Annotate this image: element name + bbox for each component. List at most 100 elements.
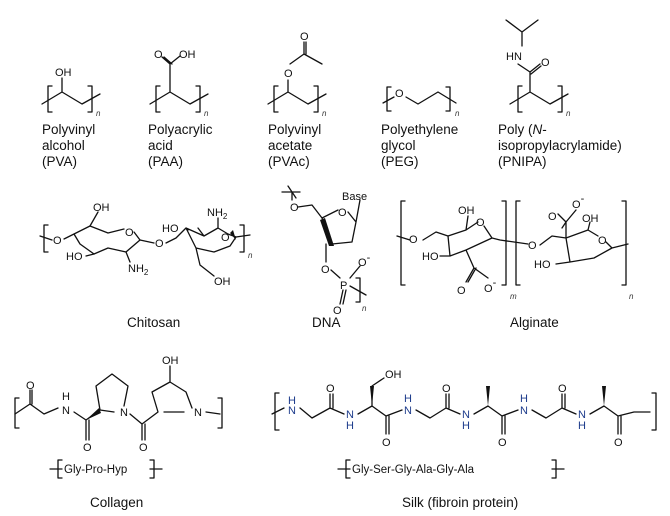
chitosan-o-ring1: O bbox=[125, 227, 134, 239]
alginate-coo-o: O bbox=[457, 285, 466, 297]
silk-h-4: H bbox=[462, 420, 470, 432]
pnipa-o-label: O bbox=[541, 57, 550, 69]
pvac-name-line2: acetate bbox=[268, 138, 312, 153]
collagen-h: H bbox=[62, 391, 70, 403]
paa-oh-label: OH bbox=[179, 49, 196, 61]
pvac-structure: O O n Polyvinyl acetate (PVAc) bbox=[267, 31, 327, 169]
chitosan-nh2-1: NH2 bbox=[128, 263, 149, 277]
paa-name-line1: Polyacrylic bbox=[148, 122, 213, 137]
pva-n-label: n bbox=[96, 109, 101, 118]
silk-structure: H N O N H OH O H N O N H O H N O N H O G… bbox=[271, 369, 657, 510]
chitosan-ho2: HO bbox=[162, 223, 179, 235]
chitosan-oh1: OH bbox=[93, 202, 110, 214]
alginate-o-link: O bbox=[409, 234, 418, 246]
pva-structure: OH n Polyvinyl alcohol (PVA) bbox=[41, 67, 101, 169]
pvac-name-line1: Polyvinyl bbox=[268, 122, 321, 137]
collagen-sequence: Gly-Pro-Hyp bbox=[64, 464, 127, 476]
dna-n-label: n bbox=[362, 304, 367, 313]
pva-name-line1: Polyvinyl bbox=[42, 122, 95, 137]
alginate-ho2: HO bbox=[534, 259, 551, 271]
collagen-structure: O H N O N O OH N Gly-Pro-Hyp Collagen bbox=[14, 355, 223, 510]
pnipa-hn-label: HN bbox=[506, 51, 522, 63]
chitosan-oh2: OH bbox=[214, 276, 231, 288]
collagen-o3: O bbox=[139, 442, 148, 454]
collagen-n-pro: N bbox=[120, 407, 128, 419]
silk-n-4: N bbox=[462, 409, 470, 421]
silk-o-3: O bbox=[442, 383, 451, 395]
silk-h-2: H bbox=[346, 420, 354, 432]
silk-o-6: O bbox=[614, 437, 623, 449]
alginate-o-ring1: O bbox=[476, 217, 485, 229]
chitosan-name: Chitosan bbox=[127, 315, 180, 330]
chitosan-n-label: n bbox=[248, 251, 253, 260]
paa-o-label: O bbox=[154, 49, 163, 61]
silk-name: Silk (fibroin protein) bbox=[402, 495, 518, 510]
silk-h-6: H bbox=[578, 420, 586, 432]
peg-name-line3: (PEG) bbox=[381, 154, 419, 169]
alginate-m-label: m bbox=[510, 292, 517, 301]
alginate-ho1: HO bbox=[422, 251, 439, 263]
dna-o3: O bbox=[321, 264, 330, 276]
peg-n-label: n bbox=[455, 109, 460, 118]
silk-n-5: N bbox=[520, 405, 528, 417]
silk-h-3: H bbox=[404, 393, 412, 405]
dna-name: DNA bbox=[312, 315, 341, 330]
peg-structure: O n Polyethylene glycol (PEG) bbox=[381, 86, 460, 169]
silk-o-1: O bbox=[326, 383, 335, 395]
silk-oh: OH bbox=[385, 369, 402, 381]
pvac-name-line3: (PVAc) bbox=[268, 154, 310, 169]
dna-o-ring: O bbox=[338, 207, 347, 219]
alginate-oh1: OH bbox=[458, 205, 475, 217]
pvac-carbonyl-o-label: O bbox=[300, 31, 309, 43]
pnipa-n-label: n bbox=[566, 109, 571, 118]
pnipa-structure: HN O n Poly (N- isopropylacrylamide) (PN… bbox=[498, 19, 622, 169]
silk-n-6: N bbox=[578, 409, 586, 421]
alginate-coo2-minus-o: O- bbox=[572, 193, 585, 211]
chitosan-o-ring2: O bbox=[221, 232, 230, 244]
silk-o-2: O bbox=[382, 437, 391, 449]
dna-o-double: O bbox=[333, 305, 342, 317]
alginate-n-label: n bbox=[629, 292, 634, 301]
collagen-n-hyp: N bbox=[194, 407, 202, 419]
silk-o-4: O bbox=[498, 437, 507, 449]
chitosan-nh2-2: NH2 bbox=[207, 207, 228, 221]
pvac-ester-o-label: O bbox=[284, 68, 293, 80]
chitosan-structure: O OH HO O NH2 O NH2 HO O OH n Chitosan bbox=[39, 202, 253, 330]
dna-o-minus: O- bbox=[358, 252, 371, 269]
alginate-structure: O OH O HO O O- m O O- O OH O HO n Algina… bbox=[396, 193, 634, 330]
alginate-o-ring2: O bbox=[598, 235, 607, 247]
pva-name-line2: alcohol bbox=[42, 138, 85, 153]
pnipa-name-line3: (PNIPA) bbox=[498, 154, 547, 169]
pnipa-name-line2: isopropylacrylamide) bbox=[498, 138, 622, 153]
dna-structure: O Base O O P O- O n DNA bbox=[281, 185, 371, 330]
silk-n-2: N bbox=[346, 409, 354, 421]
alginate-name: Alginate bbox=[510, 315, 559, 330]
silk-n-3: N bbox=[404, 405, 412, 417]
collagen-oh: OH bbox=[162, 355, 179, 367]
silk-h-5: H bbox=[520, 393, 528, 405]
alginate-coo2-o: O bbox=[548, 211, 557, 223]
pnipa-name-line1: Poly (N- bbox=[498, 122, 547, 137]
paa-structure: O OH n Polyacrylic acid (PAA) bbox=[148, 49, 213, 169]
collagen-name: Collagen bbox=[90, 495, 143, 510]
peg-name-line1: Polyethylene bbox=[381, 122, 458, 137]
peg-name-line2: glycol bbox=[381, 138, 416, 153]
alginate-o-bridge: O bbox=[528, 240, 537, 252]
paa-name-line2: acid bbox=[148, 138, 173, 153]
chitosan-o-link: O bbox=[53, 235, 62, 247]
dna-p: P bbox=[340, 280, 347, 292]
paa-name-line3: (PAA) bbox=[148, 154, 183, 169]
pvac-n-label: n bbox=[322, 109, 327, 118]
collagen-o2: O bbox=[83, 442, 92, 454]
silk-o-5: O bbox=[558, 383, 567, 395]
silk-sequence: Gly-Ser-Gly-Ala-Gly-Ala bbox=[352, 464, 475, 476]
alginate-oh2: OH bbox=[582, 213, 599, 225]
collagen-n1: N bbox=[62, 405, 70, 417]
alginate-coo-minus-o: O- bbox=[484, 277, 497, 295]
pva-oh-label: OH bbox=[55, 67, 72, 79]
dna-base: Base bbox=[342, 191, 367, 203]
collagen-o1: O bbox=[26, 380, 35, 392]
chitosan-ho1: HO bbox=[66, 251, 83, 263]
peg-o-label: O bbox=[395, 88, 404, 100]
